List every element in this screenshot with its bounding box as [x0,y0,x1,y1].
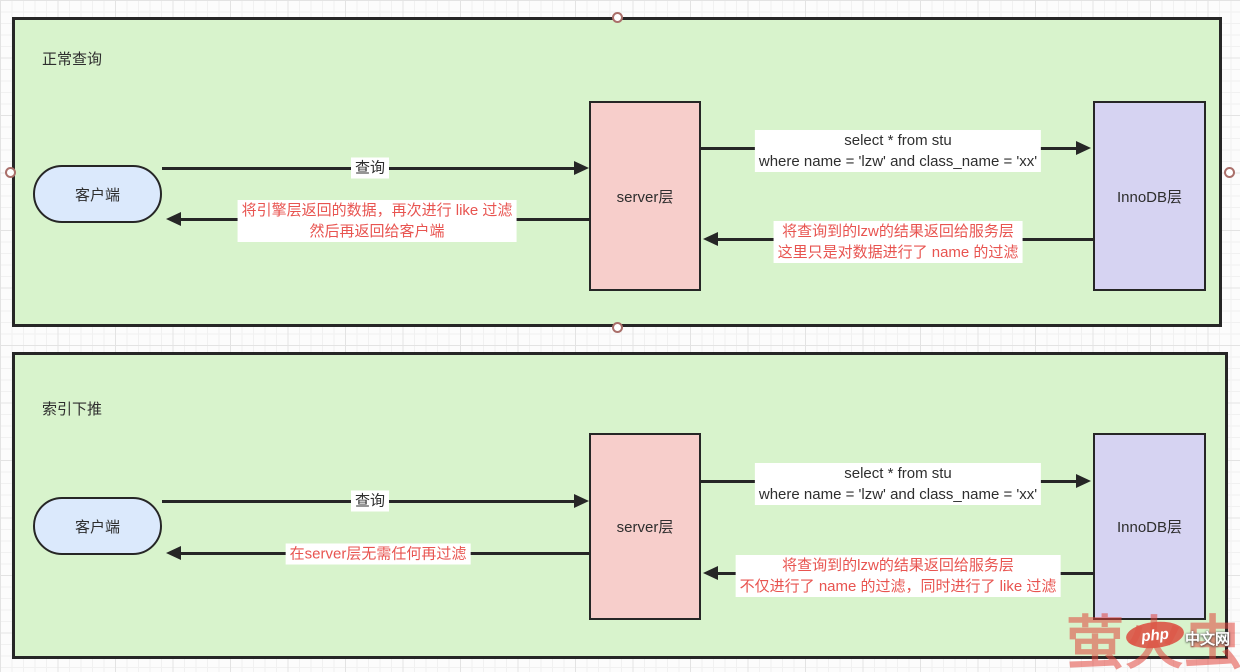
panel-index-pushdown-title: 索引下推 [42,401,103,418]
watermark-site-name: 中文网 [1185,631,1231,648]
server-layer-node-bottom-label: server层 [616,519,674,536]
server-layer-node-bottom[interactable]: server层 [589,433,701,620]
innodb-to-server-label-top[interactable]: 将查询到的lzw的结果返回给服务层 这里只是对数据进行了 name 的过滤 [773,221,1023,263]
client-node-top[interactable]: 客户端 [33,165,162,223]
innodb-layer-node-top[interactable]: InnoDB层 [1093,101,1206,291]
sql-label-top[interactable]: select * from stu where name = 'lzw' and… [754,130,1042,172]
server-to-client-label-top[interactable]: 将引擎层返回的数据，再次进行 like 过滤 然后再返回给客户端 [237,200,517,242]
client-node-top-label: 客户端 [74,186,120,204]
server-layer-node-top-label: server层 [616,188,674,206]
arrowhead-left-icon [166,546,181,560]
sql-line: where name = 'lzw' and class_name = 'xx' [758,153,1038,170]
client-node-bottom-label: 客户端 [74,518,120,536]
annotation-line: 将引擎层返回的数据，再次进行 like 过滤 [241,202,513,219]
arrowhead-left-icon [166,212,181,226]
selection-handle-bottom[interactable] [612,322,623,333]
annotation-line: 这里只是对数据进行了 name 的过滤 [777,244,1019,261]
client-node-bottom[interactable]: 客户端 [33,497,162,555]
php-logo-text: php [1140,625,1170,645]
server-layer-node-top[interactable]: server层 [589,101,701,291]
selection-handle-top[interactable] [612,12,623,23]
selection-handle-left[interactable] [5,167,16,178]
panel-normal-query-title: 正常查询 [42,51,103,68]
sql-label-bottom[interactable]: select * from stu where name = 'lzw' and… [754,463,1042,505]
annotation-line: 将查询到的lzw的结果返回给服务层 [782,557,1014,574]
annotation-line: 然后再返回给客户端 [309,223,445,240]
arrowhead-left-icon [703,232,718,246]
annotation-line: 在server层无需任何再过滤 [289,545,467,563]
arrowhead-right-icon [1076,474,1091,488]
innodb-layer-node-bottom-label: InnoDB层 [1116,519,1183,536]
innodb-layer-node-bottom[interactable]: InnoDB层 [1093,433,1206,620]
query-arrow-top-label[interactable]: 查询 [350,157,390,179]
sql-line: select * from stu [844,132,952,149]
arrowhead-right-icon [574,494,589,508]
arrowhead-right-icon [574,161,589,175]
arrowhead-right-icon [1076,141,1091,155]
innodb-layer-node-top-label: InnoDB层 [1116,188,1183,206]
annotation-line: 不仅进行了 name 的过滤，同时进行了 like 过滤 [739,578,1057,595]
innodb-to-server-label-bottom[interactable]: 将查询到的lzw的结果返回给服务层 不仅进行了 name 的过滤，同时进行了 l… [735,555,1061,597]
sql-line: select * from stu [844,465,952,482]
arrowhead-left-icon [703,566,718,580]
server-to-client-label-bottom[interactable]: 在server层无需任何再过滤 [285,543,471,565]
selection-handle-right[interactable] [1224,167,1235,178]
sql-line: where name = 'lzw' and class_name = 'xx' [758,486,1038,503]
annotation-line: 将查询到的lzw的结果返回给服务层 [782,223,1014,240]
query-arrow-bottom-label[interactable]: 查询 [350,490,390,512]
